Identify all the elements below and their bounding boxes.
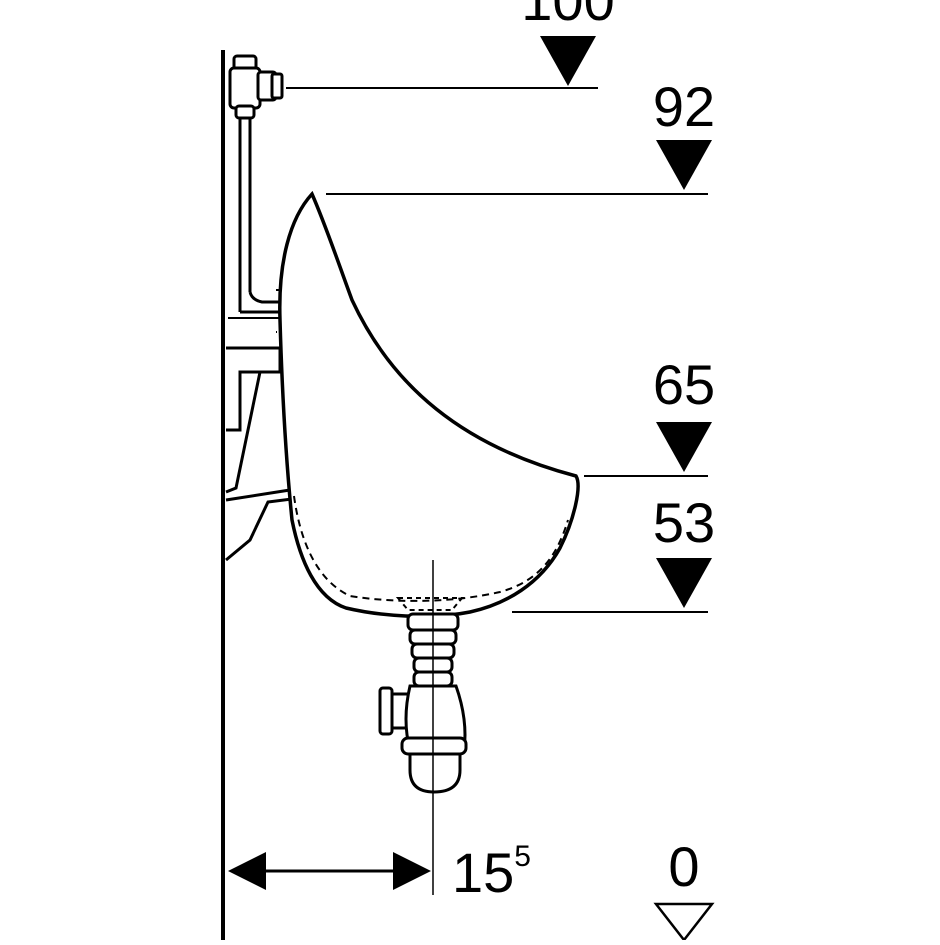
dimension-arrow-right (393, 852, 431, 890)
level-label-65: 65 (653, 353, 715, 416)
level-label-100: 100 (521, 0, 614, 32)
level-reference-lines (286, 87, 708, 613)
dimension-arrow-left (228, 852, 266, 890)
mounting-bracket (225, 346, 304, 562)
level-marker-100 (540, 36, 596, 86)
dimension-superscript: 5 (514, 840, 531, 873)
level-label-92: 92 (653, 75, 715, 138)
dimension-main: 15 (452, 841, 514, 904)
bowl-inner-line (293, 495, 569, 602)
level-label-53: 53 (653, 491, 715, 554)
level-marker-65 (656, 422, 712, 472)
level-marker-0 (653, 902, 715, 943)
flush-valve (228, 54, 284, 120)
urinal-bowl (278, 190, 580, 619)
dimension-label: 155 (452, 840, 531, 904)
level-marker-53 (656, 558, 712, 608)
siphon-trap (378, 612, 468, 794)
level-marker-92 (656, 140, 712, 190)
outlet-grate (395, 597, 465, 611)
level-label-0: 0 (668, 835, 699, 898)
horizontal-dimension (228, 852, 431, 890)
